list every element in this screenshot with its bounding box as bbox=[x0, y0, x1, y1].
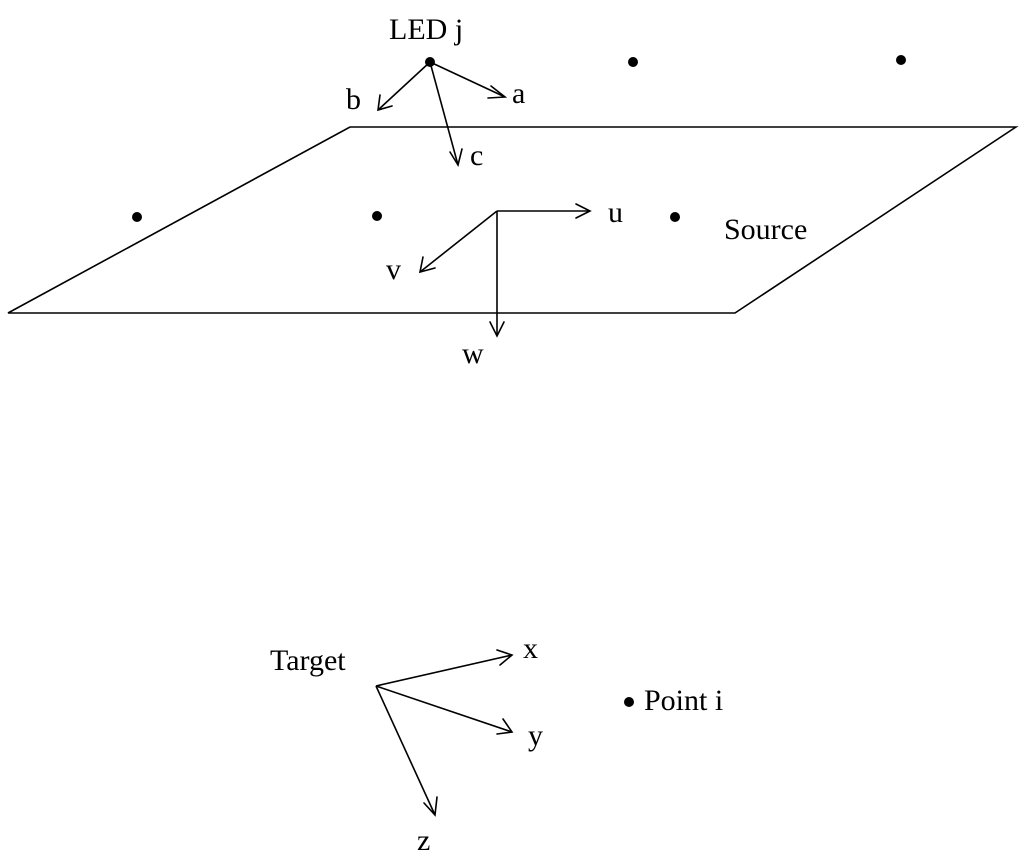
point-i-dot bbox=[624, 697, 634, 707]
axis-a bbox=[429, 61, 508, 99]
source-plane bbox=[7, 126, 1019, 314]
axis-z bbox=[375, 685, 438, 817]
axis-y bbox=[375, 685, 514, 735]
axis-y-label: y bbox=[528, 719, 543, 752]
axis-w-label: w bbox=[462, 337, 484, 370]
led-dot-center-right bbox=[670, 212, 680, 222]
axis-a-label: a bbox=[512, 77, 525, 110]
axis-c-label: c bbox=[470, 139, 483, 172]
axis-x bbox=[375, 649, 514, 687]
axis-u-label: u bbox=[608, 196, 623, 229]
axis-w bbox=[489, 211, 505, 338]
axis-v-label: v bbox=[386, 253, 401, 286]
axis-b-label: b bbox=[346, 83, 361, 116]
target-label: Target bbox=[270, 644, 346, 677]
axis-c bbox=[429, 61, 463, 168]
axis-u bbox=[497, 203, 592, 219]
axis-x-label: x bbox=[523, 632, 538, 665]
point-i-label: Point i bbox=[644, 684, 723, 717]
led-dot-left bbox=[132, 212, 142, 222]
axis-b bbox=[377, 61, 431, 112]
source-label: Source bbox=[724, 213, 807, 246]
axis-z-label: z bbox=[417, 824, 430, 856]
led-dot-center-left bbox=[372, 211, 382, 221]
led-j-label: LED j bbox=[389, 13, 463, 46]
led-dot-top-middle bbox=[628, 57, 638, 67]
led-dot-top-right bbox=[896, 55, 906, 65]
axis-v bbox=[418, 210, 498, 274]
